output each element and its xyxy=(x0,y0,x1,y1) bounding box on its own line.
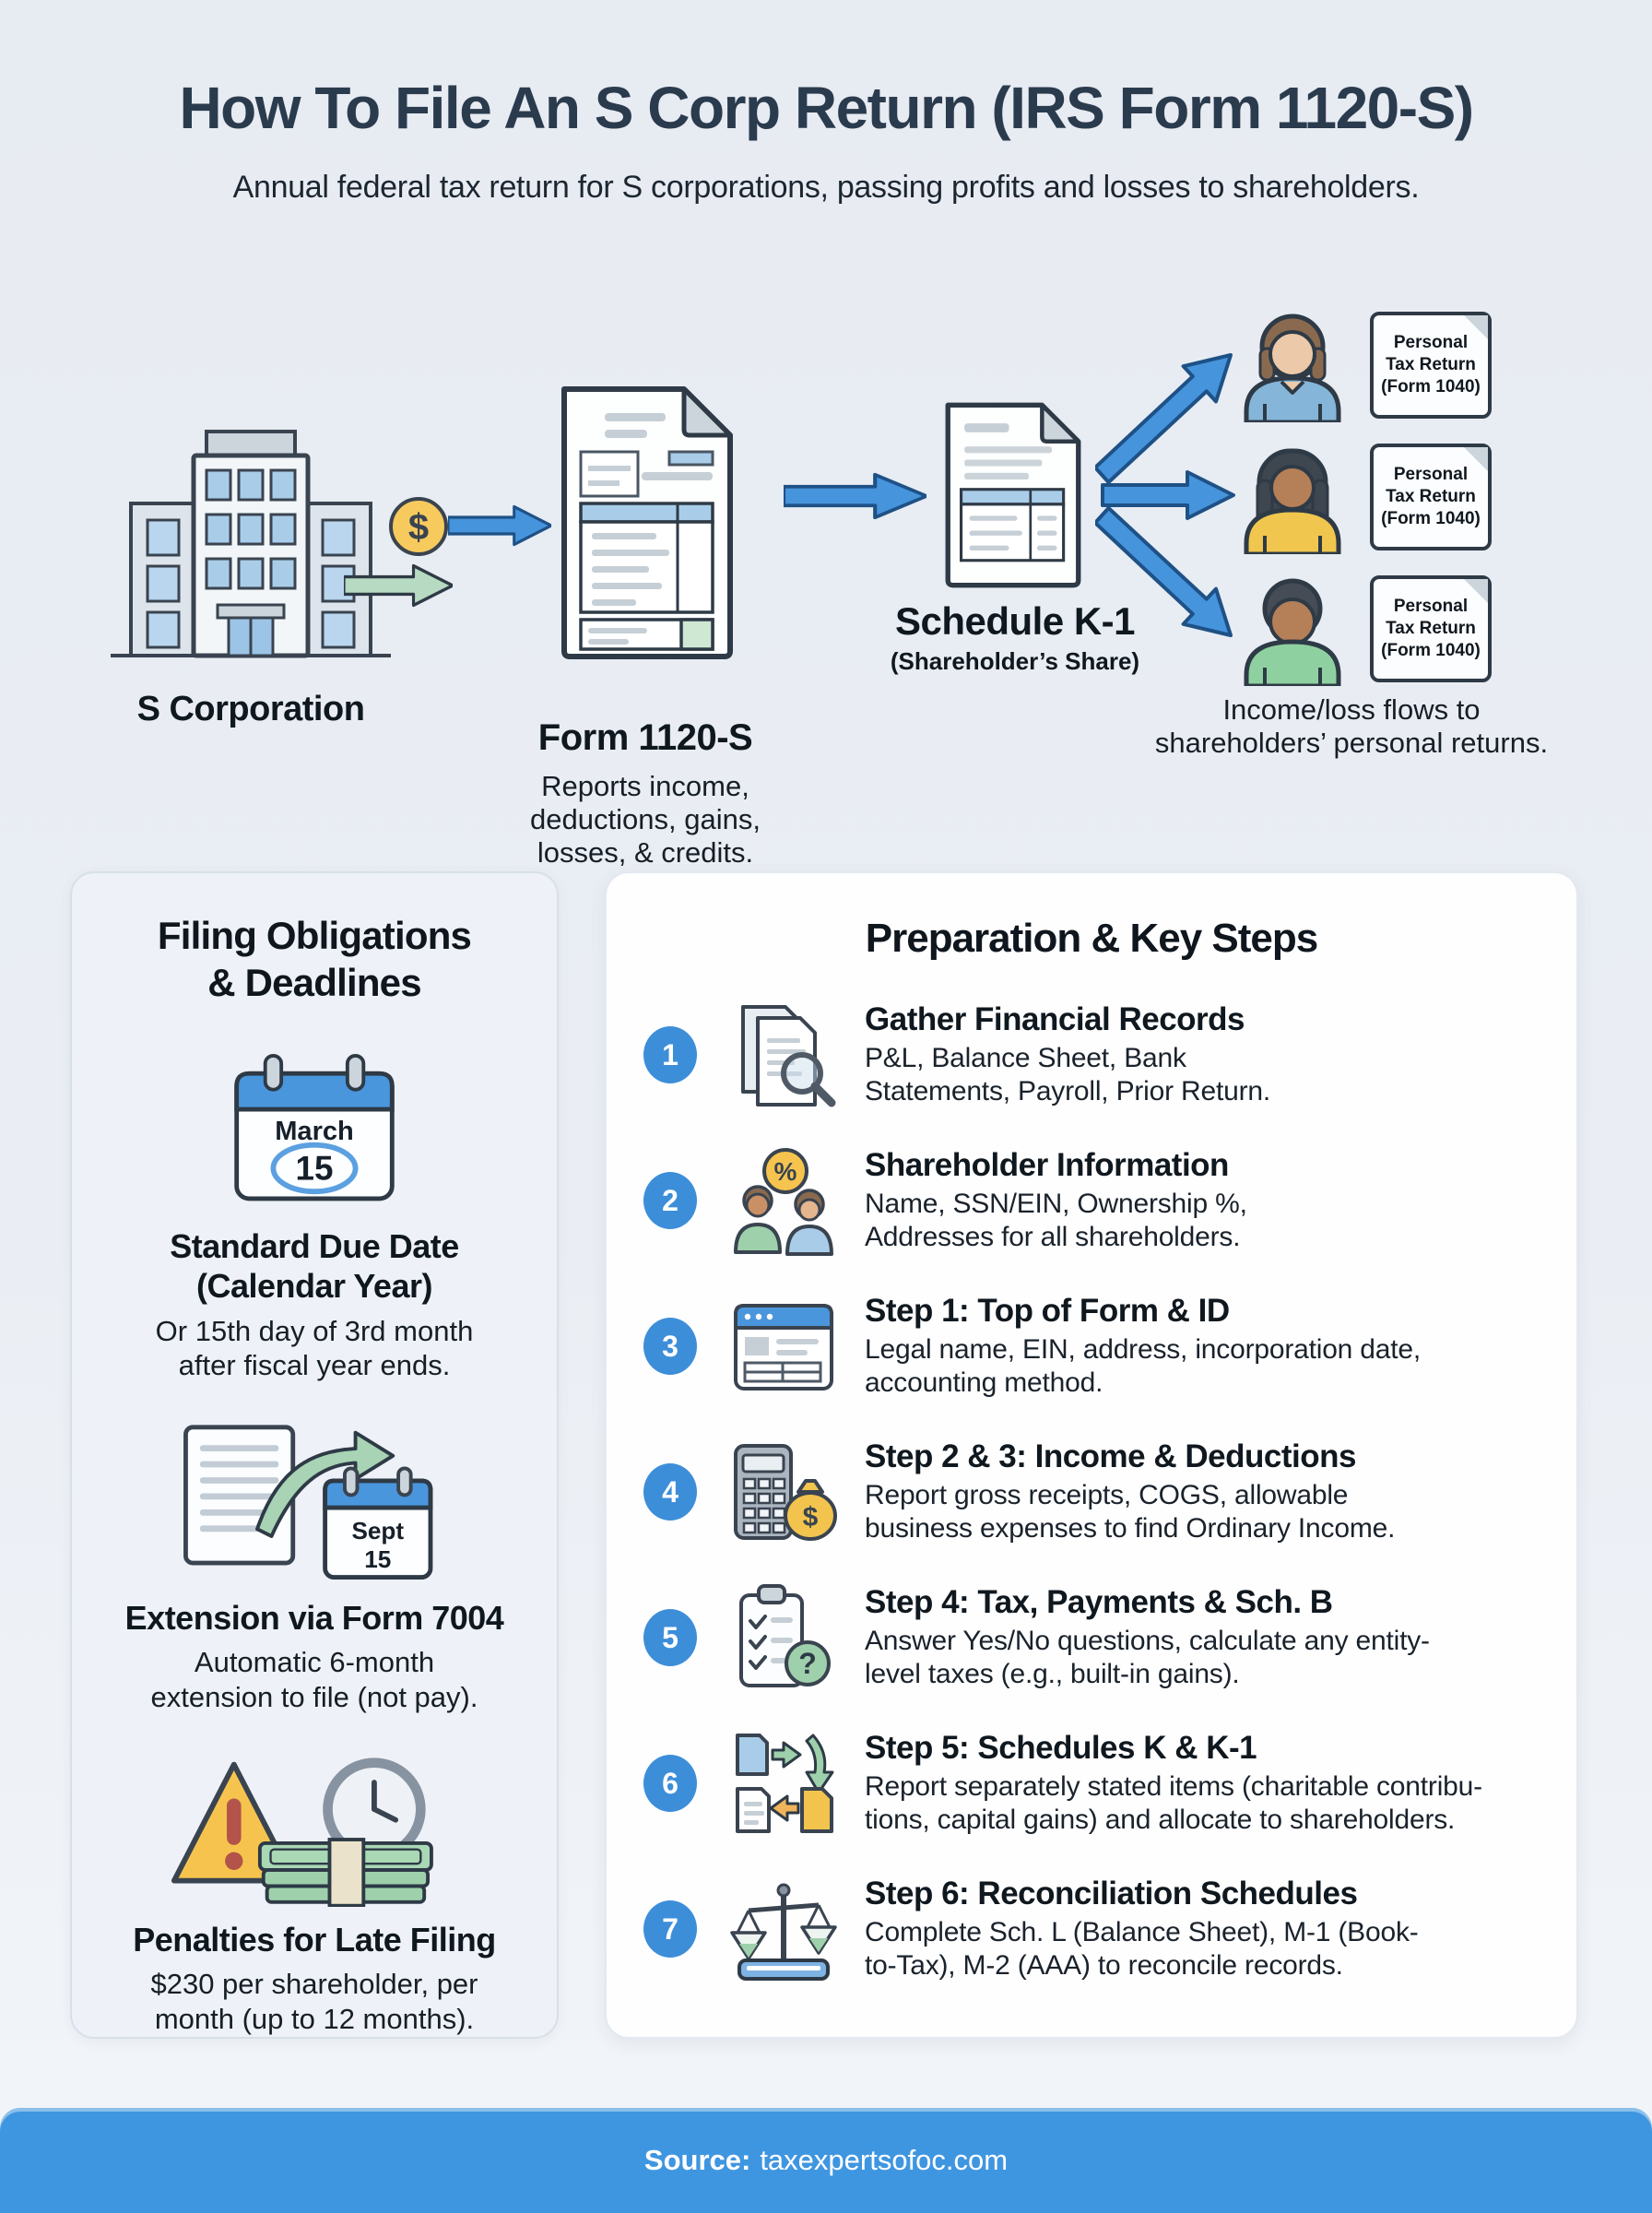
step-title: Step 6: Reconciliation Schedules xyxy=(865,1875,1358,1911)
penalties-desc: $230 per shareholder, per month (up to 1… xyxy=(150,1968,478,2036)
percent-shareholders-icon: % xyxy=(719,1145,848,1256)
schedule-k1-label: Schedule K-1 xyxy=(894,599,1136,643)
step-number-badge: 1 xyxy=(643,1026,697,1083)
extension-desc: Automatic 6-month extension to file (not… xyxy=(150,1645,478,1713)
filing-obligations-heading: Filing Obligations & Deadlines xyxy=(157,914,472,1005)
step-number-badge: 7 xyxy=(643,1900,697,1958)
schedule-k1-sublabel: (Shareholder’s Share) xyxy=(890,647,1140,675)
step-title: Shareholder Information xyxy=(865,1146,1229,1183)
step-desc: Report separately stated items (charitab… xyxy=(865,1771,1482,1835)
step-row-6: 6 Step 5: Schedules K & K-1 Report xyxy=(643,1710,1540,1856)
fold-corner-icon xyxy=(1464,447,1488,471)
preparation-steps-panel: Preparation & Key Steps 1 Gather Financi… xyxy=(605,871,1578,2039)
step-row-7: 7 Step 6: xyxy=(643,1856,1540,2002)
tax-return-doc-2: Personal Tax Return (Form 1040) xyxy=(1370,444,1492,550)
penalties-heading: Penalties for Late Filing xyxy=(133,1921,496,1959)
fold-corner-icon xyxy=(1464,315,1488,339)
fold-corner-icon xyxy=(1464,579,1488,603)
step-desc: Complete Sch. L (Balance Sheet), M-1 (Bo… xyxy=(865,1917,1419,1981)
dollar-coin-icon: $ xyxy=(389,497,448,556)
step-number-badge: 4 xyxy=(643,1463,697,1521)
s-corporation-label: S Corporation xyxy=(136,690,365,728)
schedule-k1-labels: Schedule K-1 (Shareholder’s Share) xyxy=(844,599,1186,676)
steps-list: 1 Gather Financial Records P&L, Balance … xyxy=(643,982,1540,2002)
scale-book-icon xyxy=(719,1874,848,1984)
tax-return-doc-text: Personal Tax Return (Form 1040) xyxy=(1381,465,1481,528)
source-label: Source: xyxy=(643,2144,751,2176)
step-number-badge: 5 xyxy=(643,1609,697,1666)
step-desc: Answer Yes/No questions, calculate any e… xyxy=(865,1626,1430,1689)
calendar-march-15-icon: March 15 xyxy=(234,1054,395,1201)
step-row-3: 3 Step 1: Top of Form & ID Legal na xyxy=(643,1273,1540,1419)
schedule-k1-document-icon xyxy=(945,402,1081,588)
tax-return-doc-text: Personal Tax Return (Form 1040) xyxy=(1381,597,1481,660)
extension-heading: Extension via Form 7004 xyxy=(124,1598,504,1637)
source-value: taxexpertsofoc.com xyxy=(760,2144,1009,2176)
page-title: How To File An S Corp Return (IRS Form 1… xyxy=(179,75,1474,141)
step-desc: Name, SSN/EIN, Ownership %, Addresses fo… xyxy=(865,1189,1247,1252)
s-corporation-building-icon xyxy=(111,430,391,658)
step-title: Step 5: Schedules K & K-1 xyxy=(865,1729,1257,1766)
form-1120s-labels: Form 1120-S Reports income, deductions, … xyxy=(456,717,834,870)
tax-return-doc-3: Personal Tax Return (Form 1040) xyxy=(1370,575,1492,682)
tax-return-doc-1: Personal Tax Return (Form 1040) xyxy=(1370,312,1492,419)
form-1120s-description: Reports income, deductions, gains, losse… xyxy=(530,770,761,869)
fan-arrows-to-shareholders-icon xyxy=(1095,353,1235,637)
calculator-moneybag-icon: $ xyxy=(719,1437,848,1547)
shareholder-1-avatar xyxy=(1244,314,1341,422)
svg-text:$: $ xyxy=(408,507,429,548)
standard-due-date-heading: Standard Due Date (Calendar Year) xyxy=(170,1227,459,1306)
clipboard-question-icon: ? xyxy=(719,1582,848,1693)
extension-form-7004-icon: Sept 15 xyxy=(183,1425,433,1580)
shareholder-3-avatar xyxy=(1244,578,1341,686)
shareholder-2-avatar xyxy=(1244,448,1341,554)
footer-source-bar: Source: taxexpertsofoc.com xyxy=(0,2108,1652,2213)
documents-magnifier-icon xyxy=(719,1000,848,1110)
late-filing-penalty-icon xyxy=(171,1757,433,1908)
form-1120s-document-icon xyxy=(561,386,733,659)
step-title: Gather Financial Records xyxy=(865,1000,1245,1037)
step-desc: P&L, Balance Sheet, Bank Statements, Pay… xyxy=(865,1043,1271,1106)
step-row-5: 5 ? Step 4: Tax, Payments & Sch. B xyxy=(643,1565,1540,1710)
step-title: Step 4: Tax, Payments & Sch. B xyxy=(865,1583,1333,1620)
svg-text:$: $ xyxy=(803,1502,819,1533)
step-number-badge: 2 xyxy=(643,1172,697,1229)
step-title: Step 2 & 3: Income & Deductions xyxy=(865,1438,1356,1474)
flow-caption: Income/loss flows to shareholders’ perso… xyxy=(1154,693,1549,759)
standard-due-date-desc: Or 15th day of 3rd month after fiscal ye… xyxy=(155,1314,474,1382)
step-title: Step 1: Top of Form & ID xyxy=(865,1292,1230,1329)
form-window-icon xyxy=(719,1291,848,1402)
step-desc: Legal name, EIN, address, incorporation … xyxy=(865,1334,1422,1398)
step-row-1: 1 Gather Financial Records P&L, Balance … xyxy=(643,982,1540,1128)
documents-exchange-icon xyxy=(719,1728,848,1839)
step-row-2: 2 % Shareholder Information Name, SSN/EI… xyxy=(643,1128,1540,1273)
filing-obligations-panel: Filing Obligations & Deadlines March 15 … xyxy=(70,871,559,2039)
svg-text:15: 15 xyxy=(364,1545,391,1573)
step-number-badge: 3 xyxy=(643,1318,697,1375)
svg-text:%: % xyxy=(774,1157,797,1186)
svg-text:?: ? xyxy=(798,1647,817,1680)
svg-text:15: 15 xyxy=(296,1150,334,1188)
page-subtitle: Annual federal tax return for S corporat… xyxy=(232,170,1420,205)
flow-diagram: S Corporation $ Form 1120-S xyxy=(0,0,1652,871)
svg-text:Sept: Sept xyxy=(351,1517,404,1544)
arrow-form-to-k1-icon xyxy=(784,472,926,520)
green-distribution-arrow-icon xyxy=(344,563,453,608)
preparation-steps-heading: Preparation & Key Steps xyxy=(865,916,1319,961)
tax-return-doc-text: Personal Tax Return (Form 1040) xyxy=(1381,333,1481,396)
form-1120s-label: Form 1120-S xyxy=(537,717,753,758)
step-row-4: 4 $ Step 2 & 3: Income & xyxy=(643,1419,1540,1565)
svg-text:March: March xyxy=(275,1117,354,1146)
step-number-badge: 6 xyxy=(643,1755,697,1812)
step-desc: Report gross receipts, COGS, allowable b… xyxy=(865,1480,1396,1544)
arrow-corp-to-form-icon xyxy=(448,504,551,547)
